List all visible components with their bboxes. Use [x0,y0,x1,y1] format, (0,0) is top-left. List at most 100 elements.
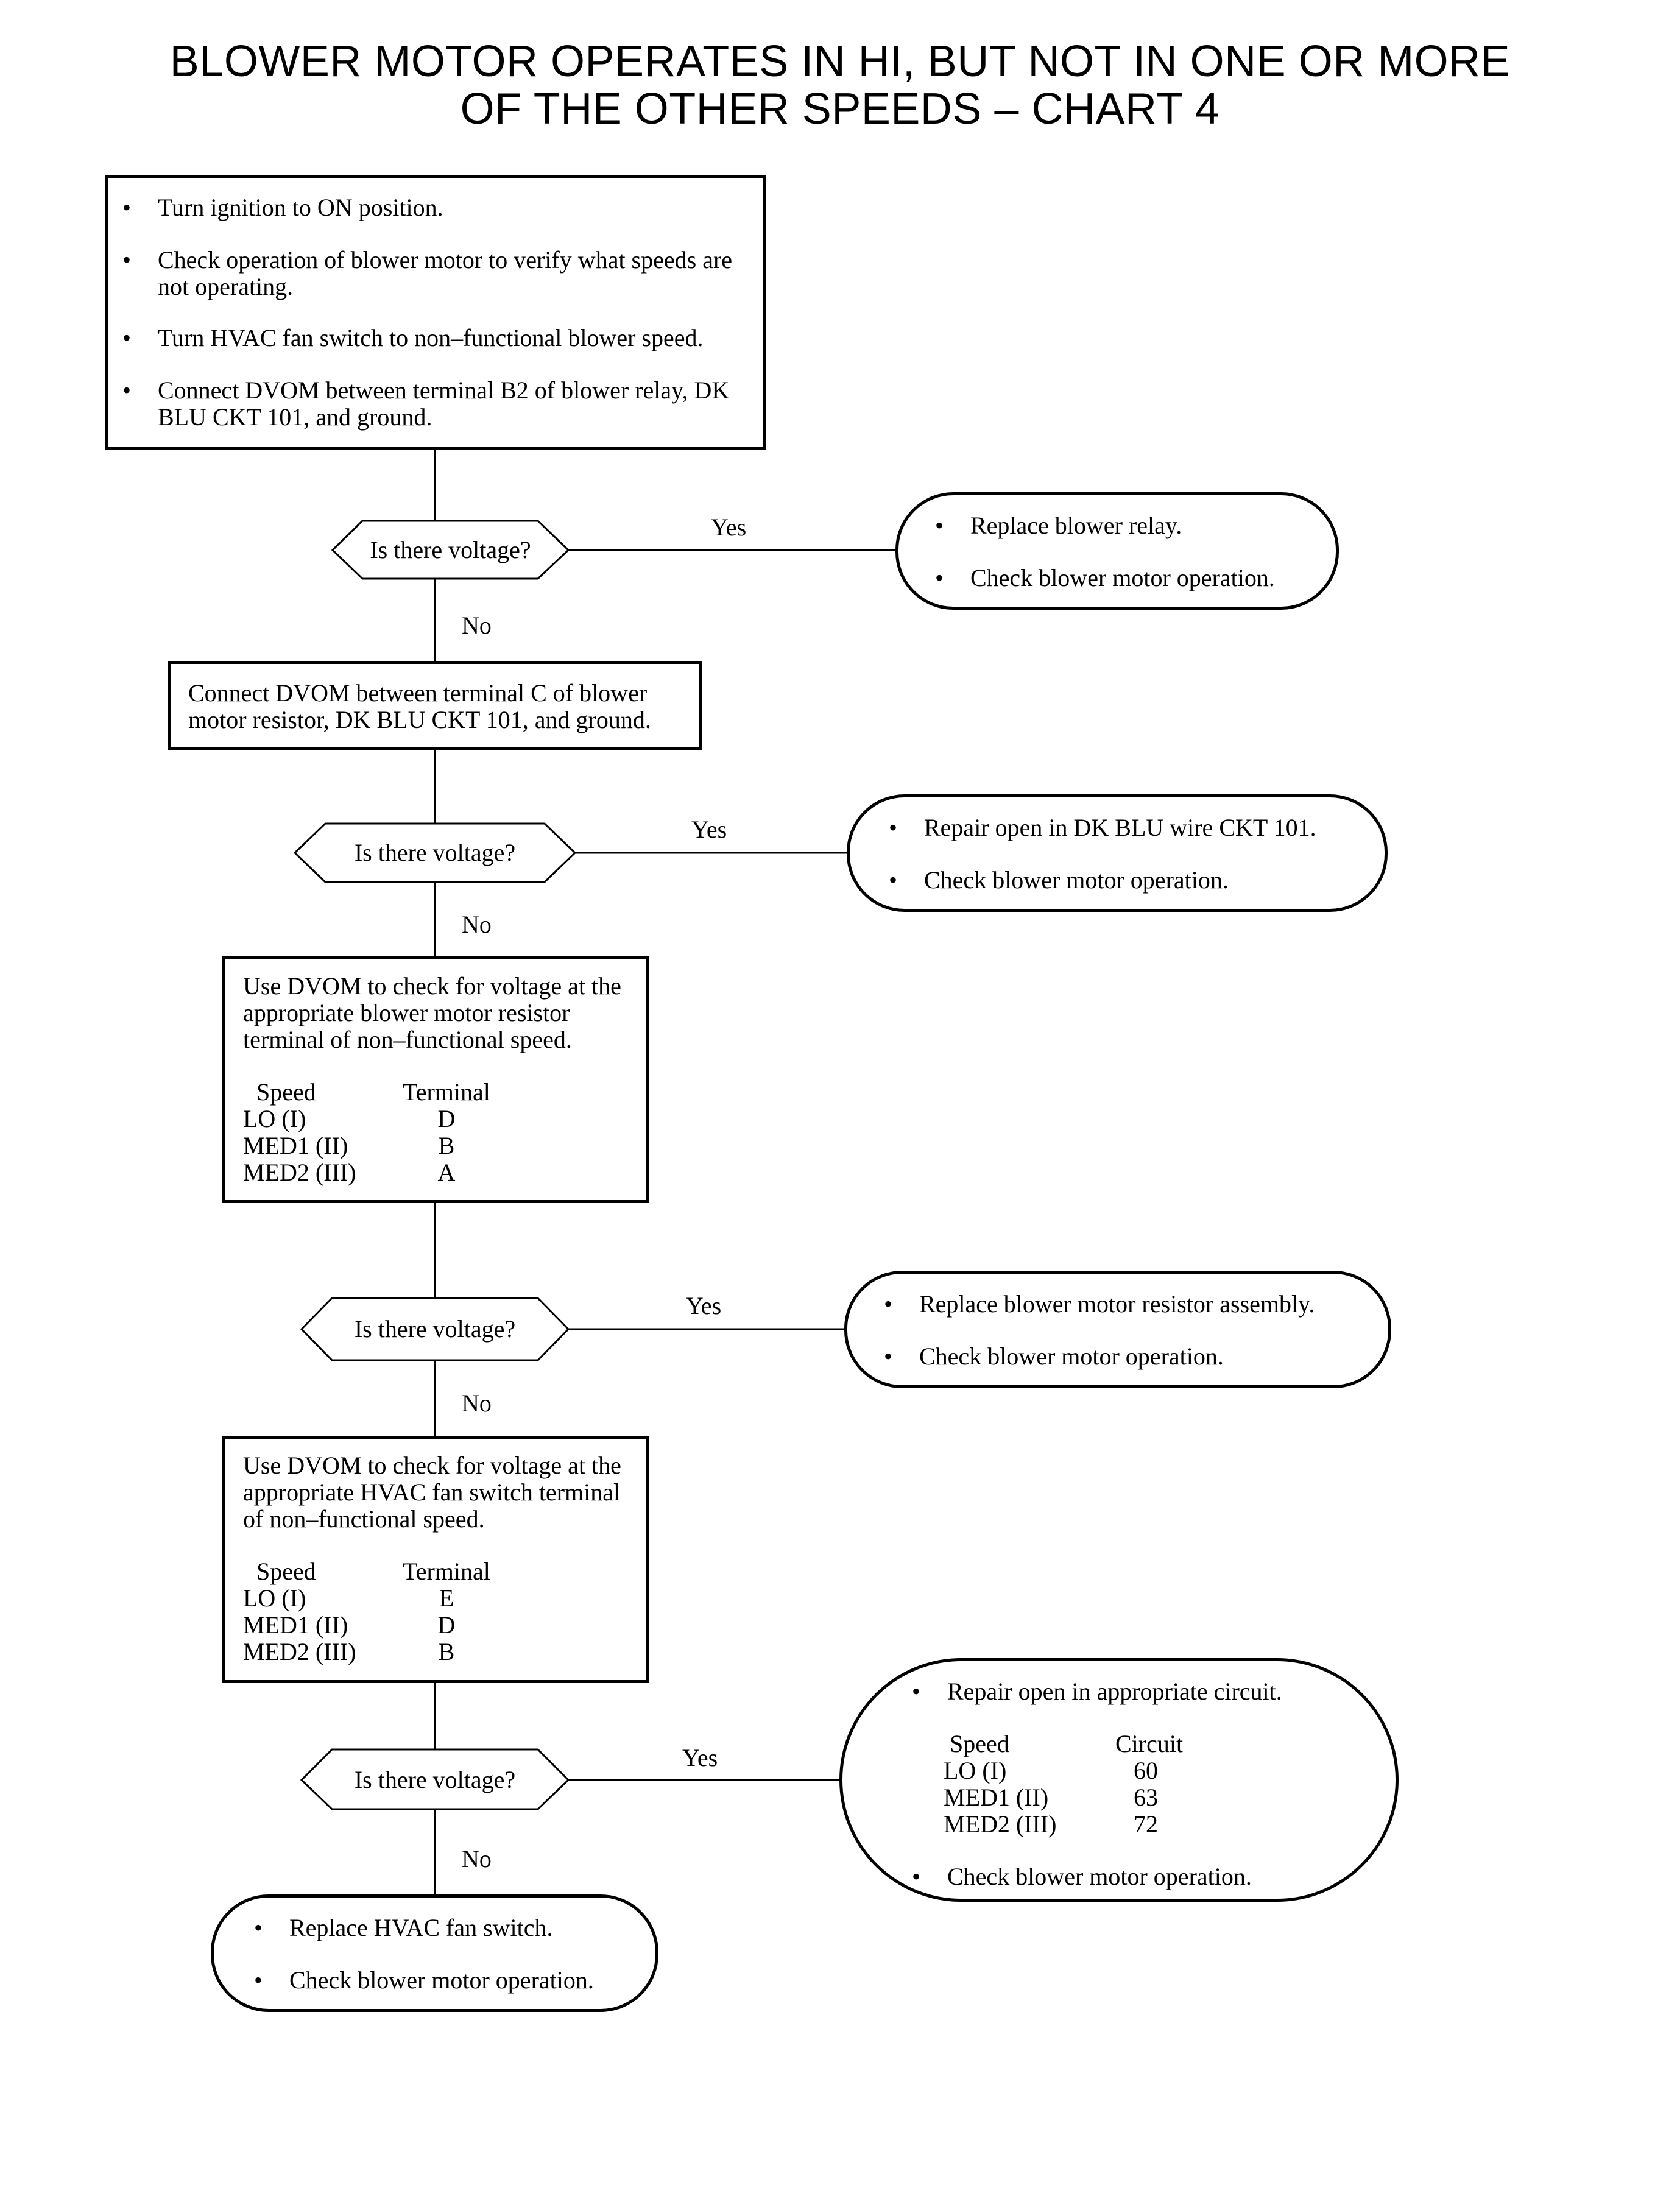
step3-row-speed: MED1 (II) [243,1132,348,1159]
step2-box: Connect DVOM between terminal C of blowe… [168,661,702,750]
result4-bullet-2: • Check blower motor operation. [912,1863,1383,1890]
step3-row-speed: MED2 (III) [243,1159,356,1186]
bullet-dot-icon: • [122,246,132,274]
result4-row-speed: MED1 (II) [944,1784,1049,1811]
bullet-dot-icon: • [912,1678,921,1705]
bullet-dot-icon: • [912,1863,921,1890]
step1-bullet-text: Connect DVOM between terminal B2 of blow… [158,376,730,431]
page-title: BLOWER MOTOR OPERATES IN HI, BUT NOT IN … [0,38,1680,133]
step4-row-speed: LO (I) [243,1584,306,1612]
decision2-no-label: No [462,911,492,938]
decision1-question: Is there voltage? [370,536,531,563]
result4-col-circuit: Circuit [1115,1730,1184,1757]
step4-row-speed: MED2 (III) [243,1638,356,1665]
decision3-yes-label: Yes [686,1292,722,1319]
title-line-1: BLOWER MOTOR OPERATES IN HI, BUT NOT IN … [169,37,1511,86]
result4-row-speed: LO (I) [944,1757,1007,1784]
decision-diamond-4 [300,1748,570,1810]
bullet-dot-icon: • [122,324,132,351]
step1-box: • Turn ignition to ON position. • Check … [105,175,766,450]
bullet-dot-icon: • [935,512,944,539]
bullet-dot-icon: • [889,866,898,894]
decision4-no-label: No [462,1845,492,1873]
step4-row-terminal: B [438,1638,455,1665]
step1-bullet-1: • Turn ignition to ON position. [122,194,750,221]
bullet-dot-icon: • [122,376,132,404]
decision1-no-label: No [462,612,492,639]
step4-row-terminal: D [437,1611,456,1639]
bullet-dot-icon: • [884,1290,893,1318]
bullet-dot-icon: • [254,1914,263,1941]
step1-bullet-4: • Connect DVOM between terminal B2 of bl… [122,377,750,431]
step3-row-terminal: B [438,1132,455,1159]
result4-bullet-text: Check blower motor operation. [947,1863,1252,1890]
step4-text: Use DVOM to check for voltage at the app… [243,1452,621,1533]
decision3-question: Is there voltage? [354,1315,516,1343]
step4-row-terminal: E [439,1584,454,1612]
result2-box: • Repair open in DK BLU wire CKT 101. • … [847,794,1388,912]
decision2-yes-label: Yes [691,816,727,843]
decision4-question: Is there voltage? [354,1766,516,1793]
result5-box: • Replace HVAC fan switch. • Check blowe… [211,1894,658,2012]
result1-bullet-2: • Check blower motor operation. [935,565,1324,591]
decision-diamond-3 [300,1297,570,1361]
step3-col-speed: Speed [256,1078,316,1106]
result2-bullet-text: Check blower motor operation. [924,866,1229,894]
step4-speed-table: Speed Terminal LO (I) E MED1 (II) D MED2… [243,1558,638,1665]
step4-box: Use DVOM to check for voltage at the app… [222,1436,649,1683]
result4-row-circuit: 72 [1134,1810,1158,1838]
result1-bullet-text: Check blower motor operation. [970,564,1275,591]
step3-row-terminal: D [437,1105,456,1132]
result1-bullet-text: Replace blower relay. [970,512,1182,539]
step4-col-terminal: Terminal [403,1558,490,1585]
result4-row-circuit: 63 [1134,1784,1158,1811]
result3-bullet-2: • Check blower motor operation. [884,1343,1376,1370]
result1-bullet-1: • Replace blower relay. [935,512,1324,539]
step3-box: Use DVOM to check for voltage at the app… [222,956,649,1203]
bullet-dot-icon: • [935,564,944,591]
result4-box: • Repair open in appropriate circuit. Sp… [839,1658,1399,1902]
step1-bullet-text: Turn ignition to ON position. [158,194,443,221]
result2-bullet-text: Repair open in DK BLU wire CKT 101. [924,814,1316,841]
step4-col-speed: Speed [256,1558,316,1585]
bullet-dot-icon: • [884,1343,893,1370]
step1-bullet-2: • Check operation of blower motor to ver… [122,247,750,300]
decision-diamond-1 [331,520,570,580]
step3-speed-table: Speed Terminal LO (I) D MED1 (II) B MED2… [243,1079,638,1186]
step3-text: Use DVOM to check for voltage at the app… [243,972,621,1053]
step3-row-terminal: A [437,1159,456,1186]
result4-bullet-text: Repair open in appropriate circuit. [947,1678,1282,1705]
decision1-yes-label: Yes [711,514,747,541]
bullet-dot-icon: • [889,814,898,841]
result1-box: • Replace blower relay. • Check blower m… [895,492,1339,610]
result4-row-circuit: 60 [1134,1757,1158,1784]
step1-bullet-text: Turn HVAC fan switch to non–functional b… [158,324,704,351]
decision3-no-label: No [462,1389,492,1417]
step1-bullet-text: Check operation of blower motor to verif… [158,246,733,300]
result4-row-speed: MED2 (III) [944,1810,1057,1838]
result2-bullet-2: • Check blower motor operation. [889,867,1372,894]
result5-bullet-text: Check blower motor operation. [289,1966,594,1994]
result4-circuit-table: Speed Circuit LO (I) 60 MED1 (II) 63 MED… [944,1731,1383,1838]
title-line-2: OF THE OTHER SPEEDS – CHART 4 [460,85,1220,133]
bullet-dot-icon: • [254,1966,263,1994]
step3-row-speed: LO (I) [243,1105,306,1132]
result3-bullet-1: • Replace blower motor resistor assembly… [884,1291,1376,1318]
step3-col-terminal: Terminal [403,1078,490,1106]
decision-diamond-2 [293,822,577,883]
result4-col-speed: Speed [950,1730,1009,1757]
step1-bullet-3: • Turn HVAC fan switch to non–functional… [122,325,750,351]
result4-bullet-1: • Repair open in appropriate circuit. [912,1678,1383,1705]
result3-box: • Replace blower motor resistor assembly… [844,1271,1391,1388]
result3-bullet-text: Check blower motor operation. [919,1343,1224,1370]
decision4-yes-label: Yes [682,1744,718,1771]
result5-bullet-1: • Replace HVAC fan switch. [254,1915,643,1941]
decision2-question: Is there voltage? [354,839,516,866]
result5-bullet-2: • Check blower motor operation. [254,1967,643,1994]
step2-text: Connect DVOM between terminal C of blowe… [188,679,651,733]
result5-bullet-text: Replace HVAC fan switch. [289,1914,553,1941]
result2-bullet-1: • Repair open in DK BLU wire CKT 101. [889,814,1372,841]
bullet-dot-icon: • [122,194,132,221]
step4-row-speed: MED1 (II) [243,1611,348,1639]
